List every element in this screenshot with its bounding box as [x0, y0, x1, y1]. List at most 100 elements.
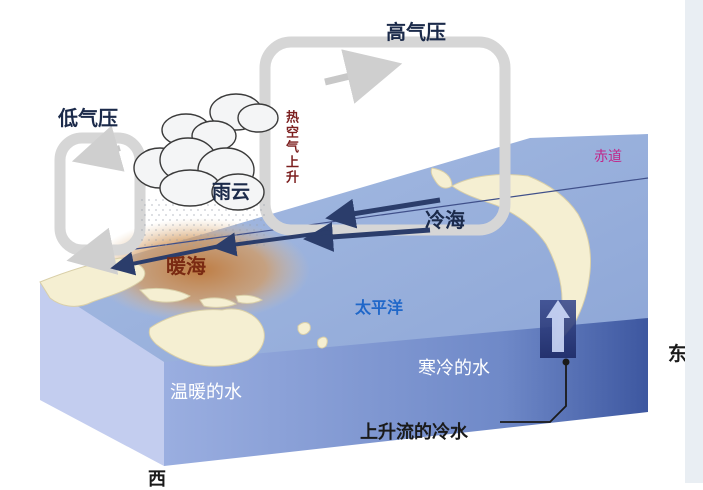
- rain-dot: [200, 224, 202, 226]
- rain-dot: [186, 244, 188, 246]
- rain-dot: [242, 224, 244, 226]
- land-australia: [148, 308, 265, 367]
- rain-dot: [169, 219, 171, 221]
- edge-glyph-right: 东: [668, 343, 688, 365]
- rain-dot: [155, 239, 157, 241]
- rain-dot: [176, 239, 178, 241]
- rain-dot: [228, 214, 230, 216]
- rain-dot: [246, 229, 248, 231]
- rain-dot: [186, 234, 188, 236]
- rain-dot: [169, 209, 171, 211]
- rain-dot: [246, 239, 248, 241]
- trade-wind-arrow-3: [212, 230, 331, 257]
- rain-dot: [144, 244, 146, 246]
- rain-dot: [256, 224, 258, 226]
- rain-dot: [218, 209, 220, 211]
- rain-dot: [179, 234, 181, 236]
- rain-dot: [165, 204, 167, 206]
- rain-dot: [155, 199, 157, 201]
- rain-dot: [200, 244, 202, 246]
- rain-dot: [165, 214, 167, 216]
- rain-dot: [260, 219, 262, 221]
- warm-sea-label: 暖海: [166, 254, 206, 278]
- rain-dot: [179, 224, 181, 226]
- rain-dot: [225, 209, 227, 211]
- rain-dot: [207, 244, 209, 246]
- trade-wind-arrow-1: [325, 197, 441, 229]
- rain-dot: [232, 229, 234, 231]
- rain-dot: [253, 229, 255, 231]
- rain-dot: [190, 239, 192, 241]
- rain-dot: [204, 219, 206, 221]
- rain-dot: [183, 229, 185, 231]
- high-pressure-cell: [259, 36, 511, 236]
- rain-dot: [148, 229, 150, 231]
- rain-area: [141, 199, 265, 246]
- rain-dot: [225, 229, 227, 231]
- high-pressure-arrow: [324, 49, 403, 104]
- rain-dot: [200, 234, 202, 236]
- rain-dot: [256, 244, 258, 246]
- rain-dot: [263, 234, 265, 236]
- land-central-america: [430, 167, 453, 189]
- rain-dot: [158, 244, 160, 246]
- rain-dot: [249, 214, 251, 216]
- rain-dot: [162, 209, 164, 211]
- surface-return-arrow: [66, 227, 119, 275]
- rain-dot: [225, 239, 227, 241]
- rain-dot: [218, 229, 220, 231]
- rain-dot: [179, 244, 181, 246]
- rain-dot: [214, 224, 216, 226]
- warm-pool: [90, 218, 310, 322]
- rain-dot: [221, 224, 223, 226]
- rain-dot: [211, 229, 213, 231]
- rain-dot: [190, 219, 192, 221]
- rain-dot: [172, 204, 174, 206]
- rain-dot: [190, 229, 192, 231]
- rain-dot: [165, 224, 167, 226]
- rain-dot: [246, 219, 248, 221]
- rain-dot: [183, 239, 185, 241]
- rain-dot: [148, 219, 150, 221]
- rain-dot: [256, 214, 258, 216]
- rain-dot: [232, 219, 234, 221]
- rain-dot: [151, 224, 153, 226]
- rain-dot: [242, 234, 244, 236]
- rain-dot: [186, 224, 188, 226]
- rain-dot: [218, 239, 220, 241]
- rain-dot: [221, 234, 223, 236]
- rain-dot: [162, 229, 164, 231]
- rain-dot: [162, 199, 164, 201]
- upwelling-arrow: [546, 300, 570, 352]
- rain-dot: [197, 239, 199, 241]
- rain-cloud-label: 雨云: [212, 181, 251, 203]
- low-pressure-arrow: [71, 125, 125, 172]
- rain-dot: [207, 234, 209, 236]
- rain-dot: [239, 229, 241, 231]
- land-new-zealand: [297, 322, 328, 349]
- rain-dot: [179, 214, 181, 216]
- rain-dot: [151, 204, 153, 206]
- rain-dot: [207, 204, 209, 206]
- rain-dot: [221, 214, 223, 216]
- upwelling-leader-line: [500, 362, 567, 423]
- rain-dot: [155, 219, 157, 221]
- rain-dot: [239, 239, 241, 241]
- trade-wind-arrow-4: [110, 244, 221, 276]
- rain-dot: [141, 219, 143, 221]
- rain-dot: [214, 204, 216, 206]
- rain-dot: [263, 214, 265, 216]
- rain-dot: [221, 244, 223, 246]
- ocean-left-face: [40, 282, 164, 466]
- rain-dot: [151, 234, 153, 236]
- rain-dot: [239, 219, 241, 221]
- high-pressure-label: 高气压: [386, 20, 446, 44]
- rain-dot: [193, 214, 195, 216]
- rain-dot: [211, 219, 213, 221]
- rain-dot: [158, 214, 160, 216]
- rain-dot: [172, 224, 174, 226]
- rain-dot: [162, 239, 164, 241]
- rain-dot: [193, 244, 195, 246]
- rain-dot: [176, 209, 178, 211]
